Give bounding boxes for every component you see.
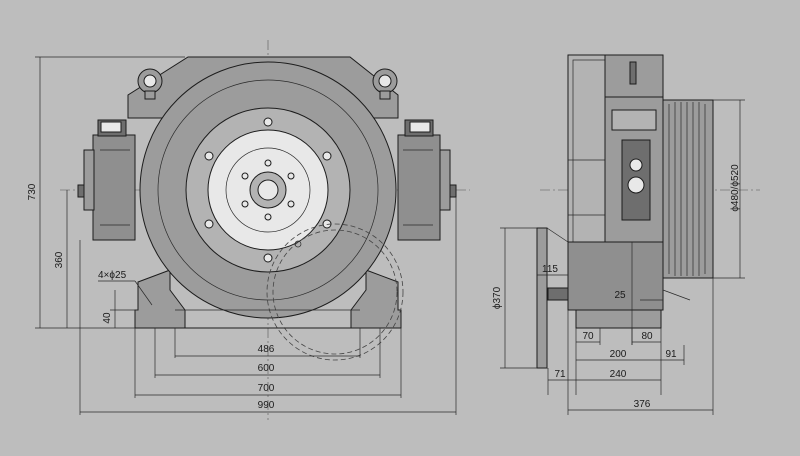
dim-115: 115 xyxy=(542,264,558,275)
dim-25: 25 xyxy=(614,290,626,301)
dim-40: 40 xyxy=(102,312,113,324)
dim-990: 990 xyxy=(258,400,275,411)
shaft-bore xyxy=(257,179,279,201)
dim-730: 730 xyxy=(27,183,38,200)
dim-700: 700 xyxy=(258,383,275,394)
dim-70: 70 xyxy=(582,331,594,342)
dim-handwheel-dia: ϕ370 xyxy=(492,286,503,309)
inner-bolt-circle xyxy=(241,159,295,221)
dim-376: 376 xyxy=(634,399,651,410)
dim-71: 71 xyxy=(554,369,566,380)
lifting-eye-right xyxy=(372,68,398,100)
dim-80: 80 xyxy=(641,331,653,342)
dim-360: 360 xyxy=(54,251,65,268)
brake-assembly-left xyxy=(77,119,136,241)
handwheel-outline xyxy=(266,223,404,361)
lower-frame-side xyxy=(567,241,664,311)
handwheel-shaft xyxy=(547,287,569,301)
dim-600: 600 xyxy=(258,363,275,374)
lifting-eye-left xyxy=(137,68,163,100)
brake-assembly-right xyxy=(397,119,457,241)
dim-sheave-dia: ϕ480/ϕ520 xyxy=(730,164,741,212)
brake-lever-pivot xyxy=(627,176,645,194)
dim-240: 240 xyxy=(610,369,627,380)
dim-91: 91 xyxy=(665,349,677,360)
front-view: 730 360 4×ϕ25 40 486 600 700 990 xyxy=(27,40,470,420)
dim-bolt-holes: 4×ϕ25 xyxy=(98,270,127,281)
side-view: ϕ370 115 25 70 80 200 91 71 240 xyxy=(492,54,760,415)
dim-486: 486 xyxy=(258,344,275,355)
outer-bolt-circle xyxy=(204,117,332,263)
traction-sheave xyxy=(662,99,714,279)
handwheel-side xyxy=(536,227,548,369)
base-side xyxy=(575,309,662,329)
dim-200: 200 xyxy=(610,349,627,360)
